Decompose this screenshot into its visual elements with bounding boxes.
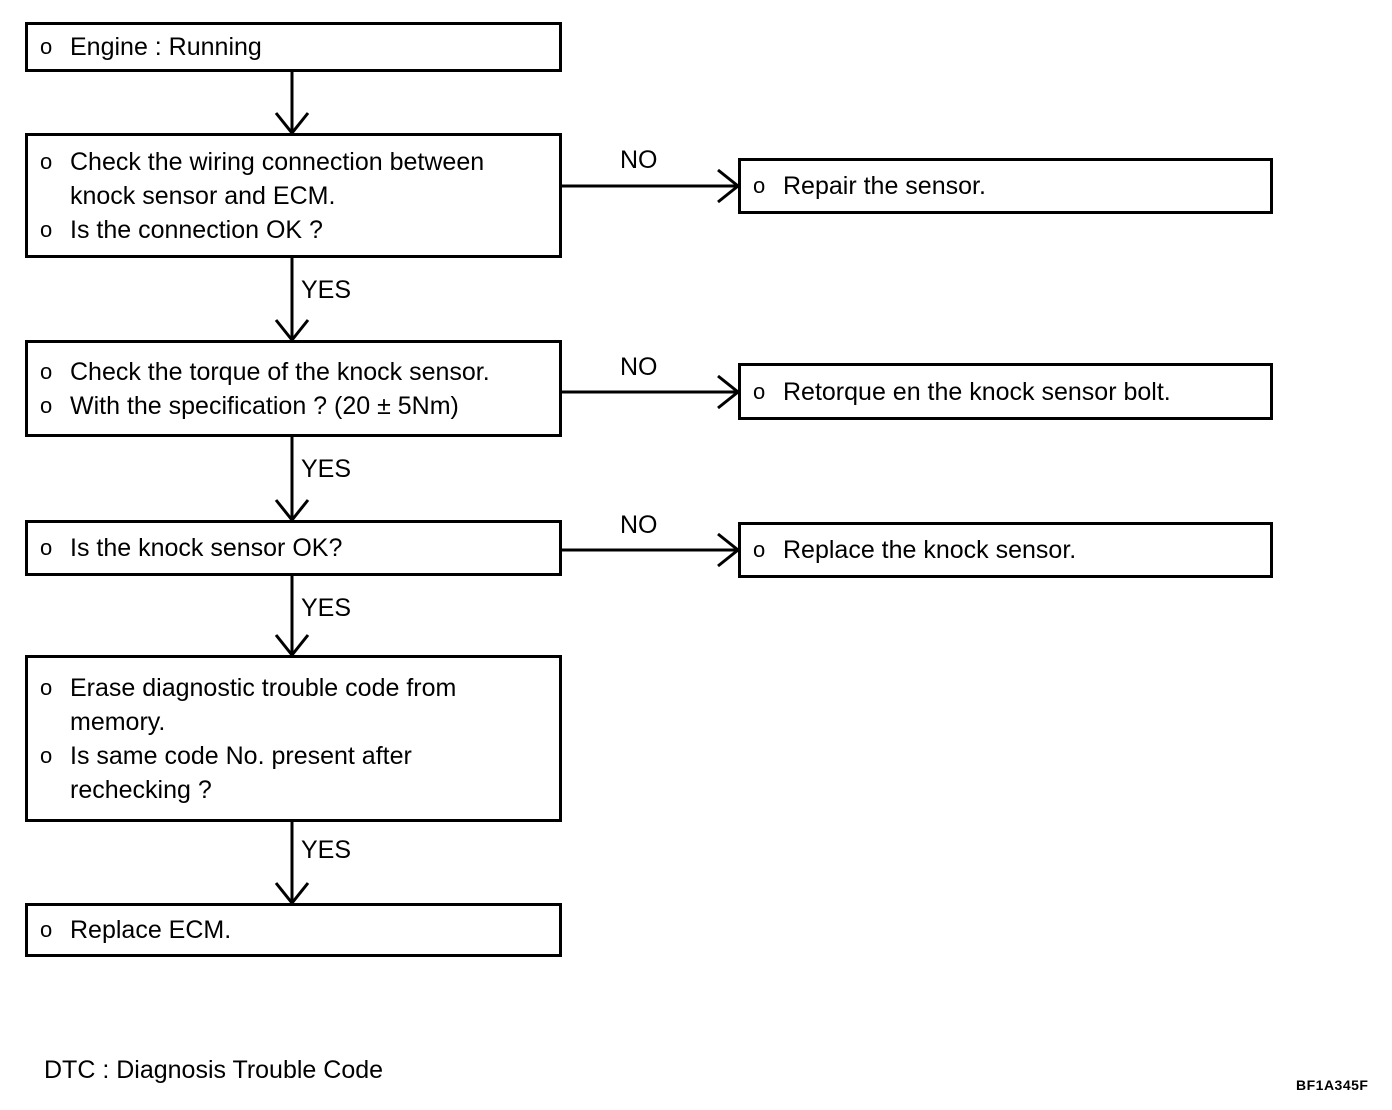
node-line: o With the specification ? (20 ± 5Nm) xyxy=(28,389,559,423)
node-engine-running: o Engine : Running xyxy=(25,22,562,72)
legend-abbreviations: DTC : Diagnosis Trouble Code ECM : Engin… xyxy=(44,980,383,1110)
node-line: o Is the connection OK ? xyxy=(28,213,559,247)
bullet-icon: o xyxy=(40,742,53,768)
edge-label-no-2: NO xyxy=(620,353,658,381)
edge-label-yes-3: YES xyxy=(301,594,352,622)
edge-label-no-3: NO xyxy=(620,511,658,539)
bullet-icon: o xyxy=(40,392,53,418)
node-text: memory. xyxy=(70,707,166,736)
node-repair-sensor: o Repair the sensor. xyxy=(738,158,1273,214)
node-text: Check the wiring connection between xyxy=(70,147,485,176)
node-line: knock sensor and ECM. xyxy=(28,179,559,213)
bullet-icon: o xyxy=(40,917,53,942)
node-line: o Engine : Running xyxy=(28,30,559,64)
node-line: o Replace the knock sensor. xyxy=(741,533,1270,567)
node-replace-ecm: o Replace ECM. xyxy=(25,903,562,957)
bullet-icon: o xyxy=(40,148,53,174)
node-text: Engine : Running xyxy=(70,33,262,61)
node-line: o Is the knock sensor OK? xyxy=(28,531,559,565)
node-text: Retorque en the knock sensor bolt. xyxy=(783,377,1171,406)
node-retorque-bolt: o Retorque en the knock sensor bolt. xyxy=(738,363,1273,420)
node-text: Replace ECM. xyxy=(70,916,232,944)
node-text: Is the knock sensor OK? xyxy=(70,534,343,562)
node-line: o Check the wiring connection between xyxy=(28,145,559,179)
node-line: o Check the torque of the knock sensor. xyxy=(28,355,559,389)
node-text: Is same code No. present after xyxy=(70,741,412,770)
figure-reference-code: BF1A345F xyxy=(1296,1077,1369,1093)
bullet-icon: o xyxy=(40,34,53,59)
node-text: Check the torque of the knock sensor. xyxy=(70,357,490,386)
edge-label-yes-4: YES xyxy=(301,836,352,864)
bullet-icon: o xyxy=(753,173,766,198)
node-text: rechecking ? xyxy=(70,775,212,804)
node-line: memory. xyxy=(28,705,559,739)
node-line: o Retorque en the knock sensor bolt. xyxy=(741,375,1270,409)
node-text: knock sensor and ECM. xyxy=(70,181,336,210)
edge-label-yes-1: YES xyxy=(301,276,352,304)
node-replace-sensor: o Replace the knock sensor. xyxy=(738,522,1273,578)
node-text: Repair the sensor. xyxy=(783,172,986,200)
node-line: o Repair the sensor. xyxy=(741,169,1270,203)
edge-label-no-1: NO xyxy=(620,146,658,174)
node-line: o Replace ECM. xyxy=(28,913,559,947)
node-line: o Is same code No. present after xyxy=(28,739,559,773)
node-check-torque: o Check the torque of the knock sensor. … xyxy=(25,340,562,437)
node-erase-dtc: o Erase diagnostic trouble code from mem… xyxy=(25,655,562,822)
node-text: Replace the knock sensor. xyxy=(783,536,1077,564)
edge-label-yes-2: YES xyxy=(301,455,352,483)
bullet-icon: o xyxy=(40,216,53,242)
node-line: o Erase diagnostic trouble code from xyxy=(28,671,559,705)
legend-line-dtc: DTC : Diagnosis Trouble Code xyxy=(44,1056,384,1084)
bullet-icon: o xyxy=(753,378,766,404)
bullet-icon: o xyxy=(40,674,53,700)
node-check-wiring: o Check the wiring connection between kn… xyxy=(25,133,562,258)
node-text: With the specification ? (20 ± 5Nm) xyxy=(70,391,459,420)
bullet-icon: o xyxy=(40,358,53,384)
bullet-icon: o xyxy=(753,537,766,562)
node-line: rechecking ? xyxy=(28,773,559,807)
node-text: Erase diagnostic trouble code from xyxy=(70,673,457,702)
node-sensor-ok: o Is the knock sensor OK? xyxy=(25,520,562,576)
bullet-icon: o xyxy=(40,535,53,560)
node-text: Is the connection OK ? xyxy=(70,215,323,244)
